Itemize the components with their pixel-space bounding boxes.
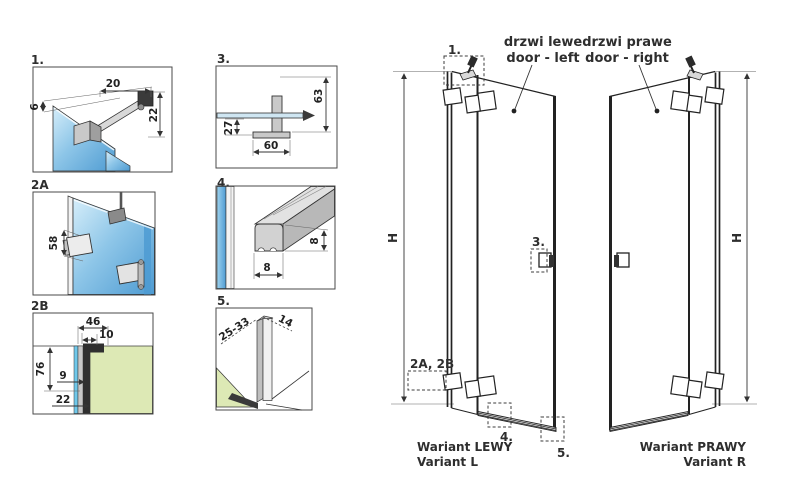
dim-25-33: 25-33 xyxy=(217,315,252,343)
door-left-variant-pl: Wariant LEWY xyxy=(417,440,513,454)
detail-3: 3. 63 27 60 xyxy=(215,52,338,169)
towel-bar xyxy=(216,112,304,119)
hinge xyxy=(704,86,725,105)
bar-end-cap xyxy=(303,110,315,121)
pointer-dot xyxy=(654,108,660,114)
door-left-title-en: door - left xyxy=(506,51,579,66)
dim-8-bottom: 8 xyxy=(263,262,270,274)
detail-4: 4. 8 8 xyxy=(215,176,336,290)
detail-2b-frame xyxy=(32,312,154,415)
dim-22: 22 xyxy=(148,108,160,123)
callout-3-label: 3. xyxy=(532,235,545,249)
dim-46: 46 xyxy=(86,316,101,328)
detail-2a-frame xyxy=(32,191,156,296)
door-hinge xyxy=(116,259,145,290)
callout-4-box xyxy=(487,402,512,428)
hinge xyxy=(704,371,725,390)
floor-profile xyxy=(228,393,258,409)
detail-5-label: 5. xyxy=(217,294,230,308)
dim-22: 22 xyxy=(56,394,71,406)
callout-1-label: 1. xyxy=(448,43,461,57)
callout-1-box xyxy=(443,55,485,86)
detail-1: 1. 20 6 22 xyxy=(29,53,173,173)
dim-60: 60 xyxy=(264,140,279,152)
threshold xyxy=(477,410,557,433)
wall-section xyxy=(89,345,153,414)
wall-hinge xyxy=(62,233,94,258)
callout-5-box xyxy=(540,416,565,442)
dim-63: 63 xyxy=(313,89,325,104)
detail-5: 5. 25-33 14 xyxy=(215,294,313,411)
door-left: drzwi lewe door - left H 1. xyxy=(386,35,582,469)
glass-pane-2 xyxy=(105,150,131,172)
dim-58: 58 xyxy=(48,236,60,251)
glass-fold-edge xyxy=(144,225,151,295)
detail-2b-label: 2B xyxy=(31,299,49,313)
detail-2a-label: 2A xyxy=(31,178,49,192)
hinge xyxy=(670,90,690,112)
callout-4-label: 4. xyxy=(500,430,513,444)
hinge xyxy=(477,375,497,397)
door-handle xyxy=(614,252,630,268)
profile-step xyxy=(83,343,104,353)
door-handle xyxy=(538,252,554,268)
hinge xyxy=(442,372,463,391)
door-knob xyxy=(685,55,704,81)
door-left-title-pl: drzwi lewe xyxy=(504,35,583,50)
detail-3-frame xyxy=(215,65,338,169)
hinge xyxy=(477,90,497,112)
dim-14: 14 xyxy=(276,313,295,330)
wall-profile-front xyxy=(262,318,273,401)
pointer-dot xyxy=(511,108,517,114)
dim-27: 27 xyxy=(223,121,235,136)
door-right-title-en: door - right xyxy=(585,51,669,66)
door-left-variant-en: Variant L xyxy=(417,455,478,469)
door-knob xyxy=(459,55,478,81)
detail-3-label: 3. xyxy=(217,52,230,66)
floor-wedge xyxy=(216,367,254,408)
seal-section xyxy=(77,345,84,414)
threshold xyxy=(609,410,689,433)
callout-2-label: 2A, 2B xyxy=(410,357,454,371)
callout-5-label: 5. xyxy=(557,446,570,460)
detail-1-frame xyxy=(32,66,173,173)
door-right-height-label: H xyxy=(730,233,744,243)
detail-2b: 2B 46 10 76 9 22 xyxy=(31,299,154,415)
dim-76: 76 xyxy=(35,362,47,377)
dim-6: 6 xyxy=(29,103,41,110)
hinge xyxy=(442,87,463,106)
dim-20: 20 xyxy=(106,78,121,90)
dim-9: 9 xyxy=(59,370,66,382)
dim-8-side: 8 xyxy=(309,237,321,244)
bar-bracket xyxy=(107,207,127,225)
door-left-height-label: H xyxy=(386,233,400,243)
door-right-variant-pl: Wariant PRAWY xyxy=(640,440,747,454)
detail-5-frame xyxy=(215,307,313,411)
wall-profile-side xyxy=(256,317,264,403)
hook-base xyxy=(252,131,291,139)
detail-2a: 2A 58 xyxy=(31,178,156,296)
dim-10: 10 xyxy=(99,329,114,341)
profile-section xyxy=(83,346,90,414)
glass-edge-profile xyxy=(225,186,235,289)
door-right: drzwi prawe door - right H xyxy=(582,35,757,469)
detail-1-label: 1. xyxy=(31,53,44,67)
glass-section xyxy=(73,345,79,414)
glass-pane xyxy=(216,186,227,289)
threshold-front-face xyxy=(254,223,284,252)
door-right-title-pl: drzwi prawe xyxy=(582,35,672,50)
detail-4-frame xyxy=(215,185,336,290)
callout-2-box xyxy=(407,370,447,391)
door-right-variant-en: Variant R xyxy=(683,455,746,469)
hinge xyxy=(670,375,690,397)
callout-3-box xyxy=(530,248,548,273)
